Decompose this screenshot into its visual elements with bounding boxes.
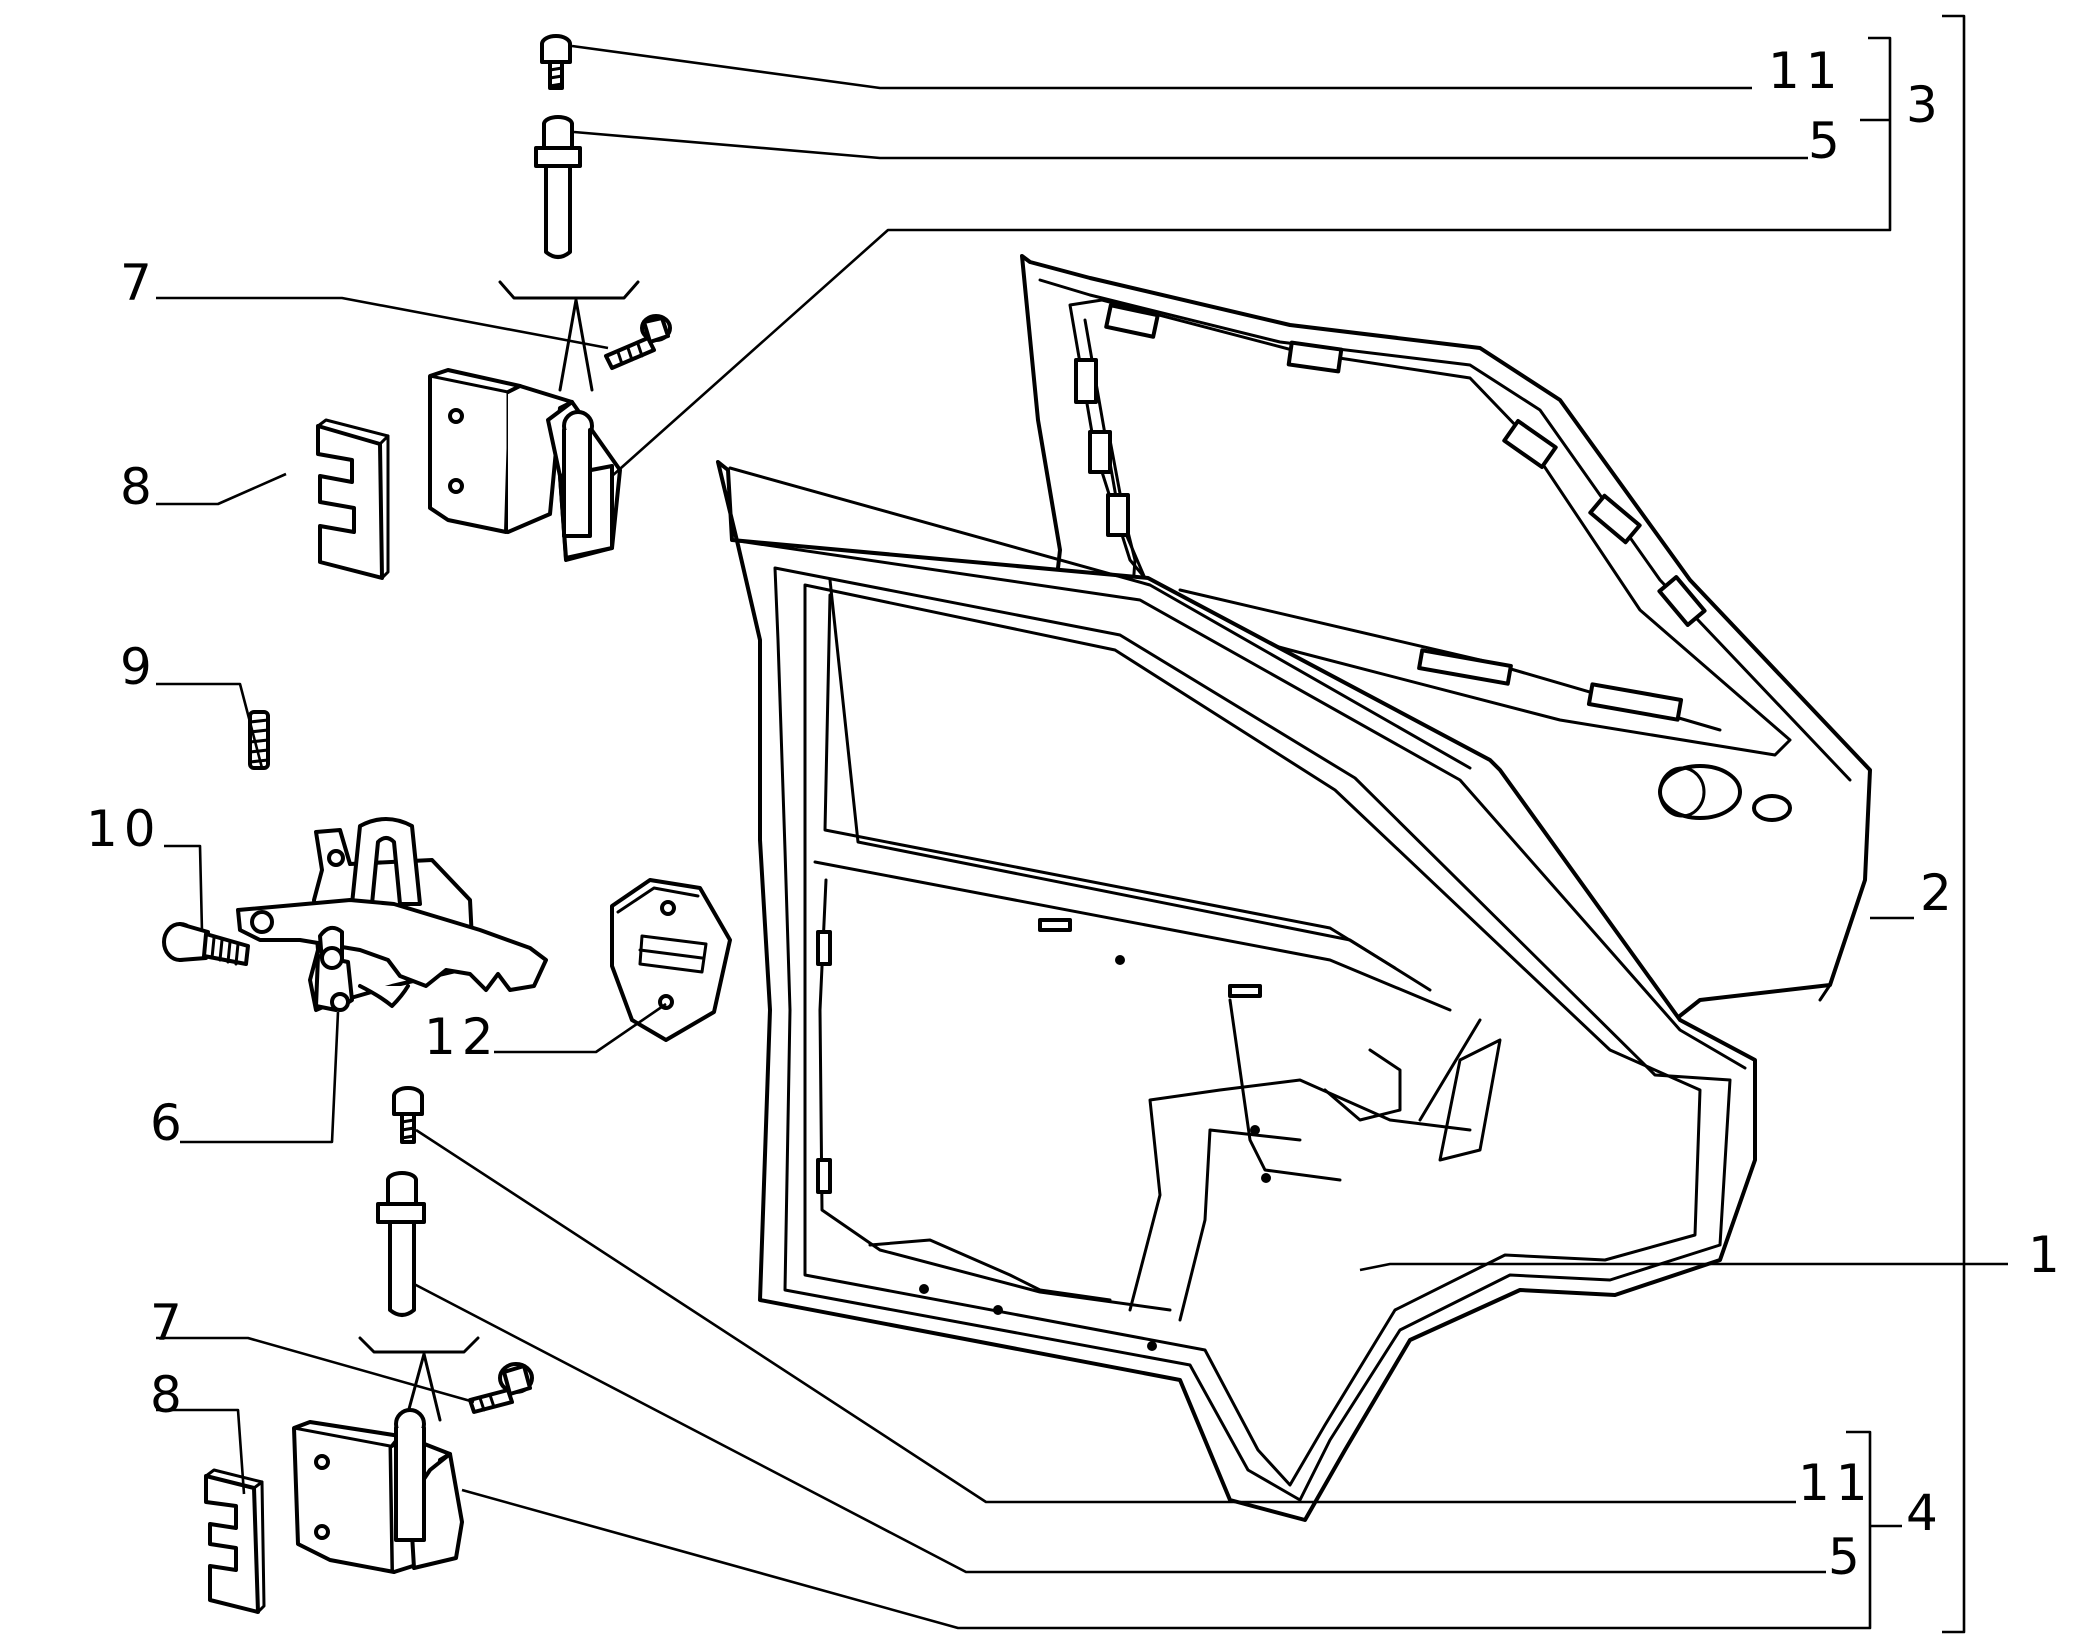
hinge-screw-top bbox=[604, 314, 672, 370]
lower-hinge-assembly bbox=[204, 1086, 534, 1614]
callout-11-bottom: 11 bbox=[1798, 1454, 1874, 1512]
hinge-bolt-top bbox=[540, 34, 572, 90]
callout-3: 3 bbox=[1906, 76, 1944, 134]
hinge-shim-bottom bbox=[204, 1468, 266, 1614]
door-plate bbox=[610, 878, 732, 1042]
callout-1: 1 bbox=[2028, 1226, 2066, 1284]
callout-7-bottom: 7 bbox=[150, 1294, 188, 1352]
callout-8-bottom: 8 bbox=[150, 1366, 188, 1424]
callout-labels: 11 5 3 7 8 9 10 12 6 2 1 7 8 11 5 4 bbox=[86, 42, 2066, 1586]
callout-5-top: 5 bbox=[1808, 112, 1846, 170]
callout-12: 12 bbox=[424, 1008, 500, 1066]
callout-4: 4 bbox=[1906, 1484, 1944, 1542]
hinge-body-bottom bbox=[292, 1408, 464, 1574]
check-pin bbox=[248, 710, 270, 770]
callout-10: 10 bbox=[86, 800, 162, 858]
check-bolt bbox=[162, 922, 250, 966]
upper-hinge-assembly bbox=[316, 34, 672, 580]
hinge-pin-bottom bbox=[376, 1171, 426, 1317]
hinge-bolt-bottom bbox=[392, 1086, 424, 1144]
callout-7-top: 7 bbox=[120, 254, 158, 312]
leader-lines bbox=[156, 14, 2008, 1634]
hinge-pin-top bbox=[534, 115, 582, 259]
callout-5-bottom: 5 bbox=[1828, 1528, 1866, 1586]
callout-8-top: 8 bbox=[120, 458, 158, 516]
door-check-strap bbox=[162, 710, 548, 1012]
hinge-shim-top bbox=[316, 418, 390, 580]
callout-2: 2 bbox=[1920, 864, 1958, 922]
callout-6: 6 bbox=[150, 1094, 188, 1152]
callout-9: 9 bbox=[120, 638, 158, 696]
hinge-screw-bottom bbox=[468, 1362, 534, 1414]
inner-door-frame bbox=[716, 460, 1757, 1522]
hinge-body-top bbox=[428, 368, 622, 562]
callout-11-top: 11 bbox=[1768, 42, 1844, 100]
